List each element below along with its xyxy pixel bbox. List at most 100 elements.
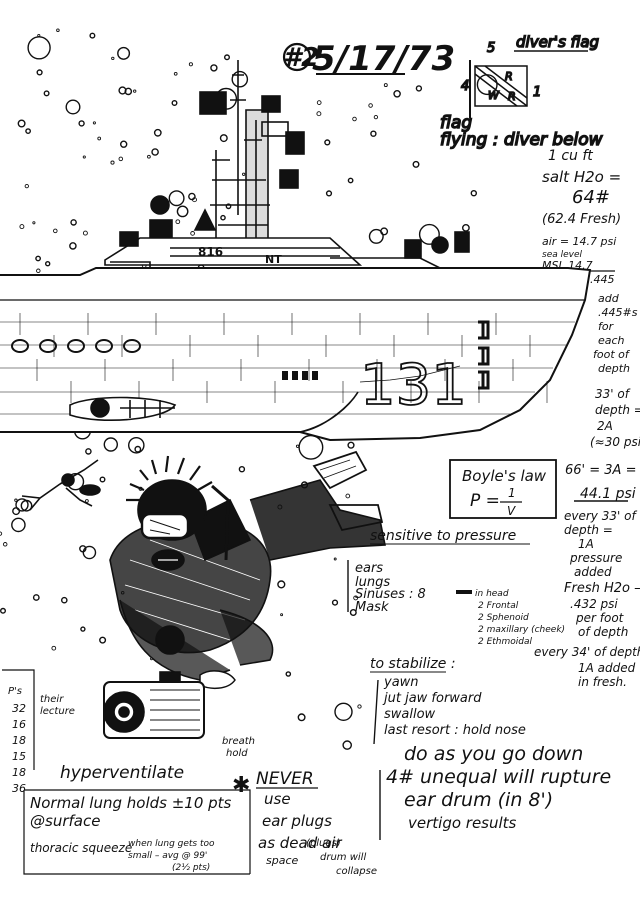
warning-line2: ear drum (in 8') — [404, 789, 553, 811]
note-pressure: pressure — [569, 551, 622, 565]
ship-tower-number: 816 — [198, 245, 223, 259]
bubble — [298, 434, 324, 460]
bubble — [45, 261, 51, 267]
note-64lbs: 64# — [572, 187, 610, 208]
bubble — [85, 499, 89, 503]
bubble — [316, 111, 322, 117]
bubble — [168, 190, 185, 207]
sensitive-item-ears: ears — [355, 561, 383, 576]
bubble — [80, 626, 86, 632]
bubble — [153, 128, 162, 137]
bubble — [173, 71, 178, 76]
note-depth-eq: depth = — [595, 403, 640, 417]
bubble — [65, 99, 81, 115]
date-header: #2 5/17/73 — [282, 39, 455, 79]
bubble — [171, 99, 178, 106]
bubble — [43, 90, 50, 97]
diver-head — [126, 455, 230, 571]
note-sea-level: sea level — [542, 250, 583, 260]
bubble — [20, 499, 33, 512]
note-445s: .445#s — [598, 306, 638, 319]
bubble — [78, 120, 85, 127]
bubble — [347, 177, 354, 184]
their-note: their — [40, 694, 64, 705]
thoracic-detail-1: when lung gets too — [128, 839, 215, 849]
note-cu-ft: 1 cu ft — [548, 148, 593, 164]
bubble — [342, 740, 353, 750]
bubble — [70, 219, 77, 226]
bubble — [134, 445, 142, 453]
bubble — [223, 54, 230, 61]
lecture-notes-left: P's 32 16 18 15 18 36 their lecture hype… — [2, 669, 255, 875]
ps-val-1: 16 — [12, 718, 26, 731]
depth-pressure-notes: every 33' of depth = 1A pressure added F… — [534, 509, 640, 689]
flag-number-left: 4 — [461, 79, 469, 94]
ship-mast — [149, 60, 305, 245]
hull-seam — [393, 334, 412, 403]
sinus-maxillary: 2 maxillary (cheek) — [478, 625, 565, 635]
note-33ft: 33' of — [595, 387, 631, 401]
bubble — [316, 100, 322, 105]
never-plugs: (plugs) — [306, 838, 341, 849]
pressure-sensitive-label: sensitive to pressure — [370, 528, 516, 544]
diver-fin-left — [312, 450, 368, 490]
bubble — [133, 89, 137, 93]
bubble — [32, 594, 40, 601]
note-fresh-water: Fresh H2o – — [564, 581, 640, 596]
bubble — [373, 114, 379, 120]
bubble — [280, 613, 284, 617]
note-of-depth: of depth — [578, 625, 628, 639]
bubble — [118, 156, 124, 162]
bubble — [2, 542, 8, 547]
bubble — [82, 545, 97, 560]
bubble — [0, 531, 3, 536]
bubble — [242, 172, 246, 176]
diver-legs — [249, 479, 386, 561]
note-432-psi: .432 psi — [570, 597, 618, 611]
note-2a: 2A — [597, 419, 613, 433]
bubble — [61, 596, 68, 604]
diver-snorkel — [211, 484, 230, 561]
note-44psi: 44.1 psi — [580, 486, 636, 502]
divers-flag-diagram: diver's flag 5 4 1 R W R flag flying : d… — [439, 32, 603, 151]
note-air-psi: air = 14.7 psi — [542, 235, 616, 248]
bubble — [220, 214, 226, 221]
boyles-law-box: Boyle's law P = 1 V — [449, 459, 557, 519]
bubble — [225, 203, 232, 210]
stabilize-note: do as you go down — [404, 743, 583, 765]
asterisk-icon: ✱ — [232, 773, 250, 798]
bubble — [119, 140, 128, 148]
ship-bridge: 816 NT — [104, 231, 470, 283]
bubble — [210, 64, 218, 72]
ship-tower-code: NT — [265, 253, 282, 266]
bubble — [219, 134, 228, 143]
bubble — [331, 599, 339, 606]
bubble — [11, 517, 26, 533]
boyles-law-denominator: V — [507, 504, 516, 518]
lecture-note: lecture — [40, 706, 75, 717]
hull-seam — [495, 312, 514, 381]
breath-hold-note: hold — [226, 748, 248, 759]
bubble — [231, 70, 249, 88]
bubble — [190, 231, 195, 236]
ps-val-5: 36 — [12, 782, 26, 795]
hull-window-slots — [282, 371, 318, 380]
bubble — [470, 189, 477, 197]
bubble — [32, 221, 36, 225]
bubble — [92, 121, 96, 125]
ship-hull: 131 — [0, 267, 592, 442]
thoracic-detail-2: small – avg @ 99' — [128, 851, 207, 861]
note-each: each — [598, 334, 625, 347]
bubble — [418, 223, 440, 245]
bubble — [188, 62, 193, 67]
bubble — [69, 242, 77, 250]
bubble — [35, 255, 41, 262]
stabilize-item-yawn: yawn — [383, 675, 419, 690]
bubble — [56, 28, 60, 32]
bubble — [175, 219, 181, 225]
bubble — [370, 130, 377, 137]
bubble — [277, 580, 286, 589]
bubble — [82, 155, 86, 159]
bubble — [25, 128, 31, 135]
